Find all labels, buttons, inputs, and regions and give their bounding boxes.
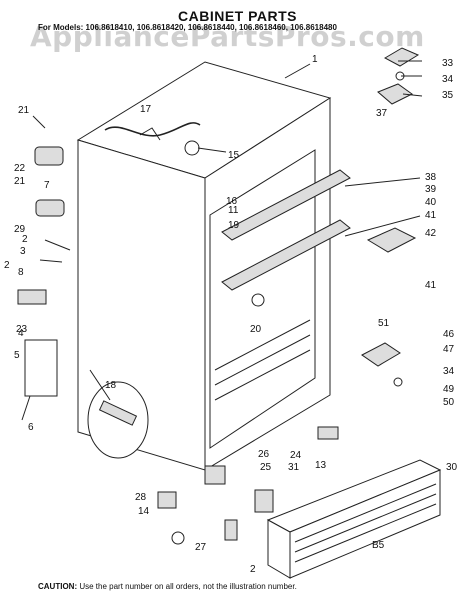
callout-label: 23 (16, 324, 28, 335)
callout-label: 25 (260, 462, 272, 473)
callout-label: 2 (4, 260, 10, 271)
bottom-parts (157, 140, 339, 545)
callout-label: 6 (28, 422, 34, 433)
callout-label: 51 (378, 318, 390, 329)
callout-label: 41 (425, 280, 437, 291)
callout-label: 34 (442, 74, 454, 85)
callout-label: 11 (228, 205, 239, 216)
callout-label: 50 (443, 397, 455, 408)
callout-label: 34 (443, 366, 455, 377)
callout-label: 1 (312, 54, 318, 65)
callout-label: 8 (18, 267, 24, 278)
callout-label: 28 (135, 492, 147, 503)
callout-label: 20 (250, 324, 262, 335)
watermark: AppliancePartsPros.com (30, 20, 425, 53)
callout-label: 5 (14, 350, 20, 361)
callout-label: 14 (138, 506, 150, 517)
callout-label: 47 (443, 344, 455, 355)
caution-text: Use the part number on all orders, not t… (79, 582, 297, 591)
callout-label: 24 (290, 450, 302, 461)
callout-label: 26 (258, 449, 270, 460)
callout-label: 4 (18, 328, 24, 339)
callout-label: 29 (14, 224, 26, 235)
callout-label: 49 (443, 384, 455, 395)
cabinet-rails (221, 169, 351, 291)
callout-label: 2 (250, 564, 256, 575)
callout-label: 39 (425, 184, 437, 195)
callout-label: 13 (315, 460, 327, 471)
left-components (17, 146, 71, 397)
callout-label: 30 (446, 462, 458, 473)
callout-label: 33 (442, 58, 454, 69)
callout-label: 15 (228, 150, 240, 161)
wiring-harness (104, 122, 201, 141)
callout-label: 27 (195, 542, 207, 553)
callout-label: 31 (288, 462, 300, 473)
callout-label: 21 (14, 176, 26, 187)
detail-circle (87, 381, 149, 459)
callout-label: 18 (105, 380, 117, 391)
callout-label: 42 (425, 228, 437, 239)
callout-label: 22 (14, 163, 26, 174)
cabinet-body (76, 61, 332, 471)
leader-lines (21, 60, 423, 421)
callout-label: 2 (22, 234, 28, 245)
callout-label: 16 (226, 196, 238, 207)
callout-label: 41 (425, 210, 437, 221)
callout-label: 37 (376, 108, 388, 119)
base-grille (266, 459, 442, 579)
callout-label: 35 (442, 90, 454, 101)
model-list: For Models: 106.8618410, 106.8618420, 10… (38, 23, 337, 32)
diagram-code: B5 (372, 540, 385, 551)
cabinet-floor (214, 319, 311, 401)
callout-label: 46 (443, 329, 455, 340)
callout-label: 38 (425, 172, 437, 183)
callout-label: 17 (140, 104, 152, 115)
callout-labels: 1 2 2 2 3 4 5 6 7 8 11 13 14 15 16 17 18… (4, 54, 458, 575)
callout-label: 7 (44, 180, 50, 191)
page-title: CABINET PARTS (177, 8, 298, 24)
callout-label: 40 (425, 197, 437, 208)
callout-label: 19 (228, 220, 240, 231)
caution-label: CAUTION: (38, 582, 78, 591)
caution-note: CAUTION: Use the part number on all orde… (38, 582, 297, 591)
right-brackets (361, 47, 420, 387)
callout-label: 21 (18, 105, 30, 116)
callout-label: 3 (20, 246, 26, 257)
